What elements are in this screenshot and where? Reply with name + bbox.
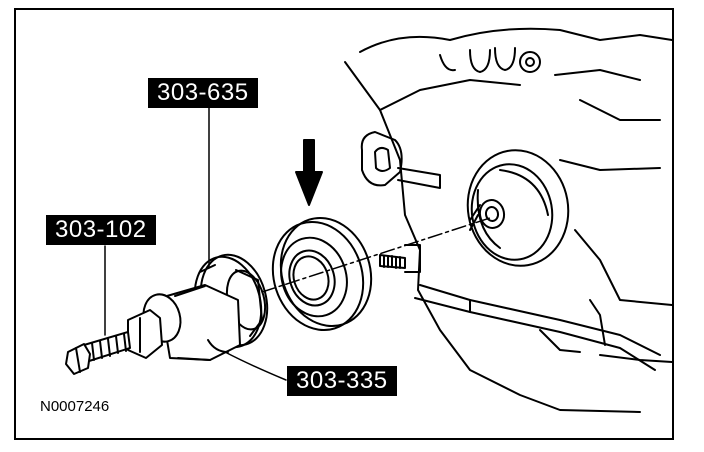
callout-303-635: 303-635 [148, 78, 258, 108]
crankshaft-flange [466, 149, 570, 267]
alignment-centerline [261, 217, 491, 293]
install-direction-arrow [295, 139, 323, 206]
callout-303-102: 303-102 [46, 215, 156, 245]
crankshaft-seal [271, 216, 373, 332]
forcing-screw [65, 309, 163, 375]
leader-303-335 [224, 351, 287, 381]
callout-303-335: 303-335 [287, 366, 397, 396]
figure-id: N0007246 [40, 398, 110, 415]
engine-block [344, 27, 673, 413]
